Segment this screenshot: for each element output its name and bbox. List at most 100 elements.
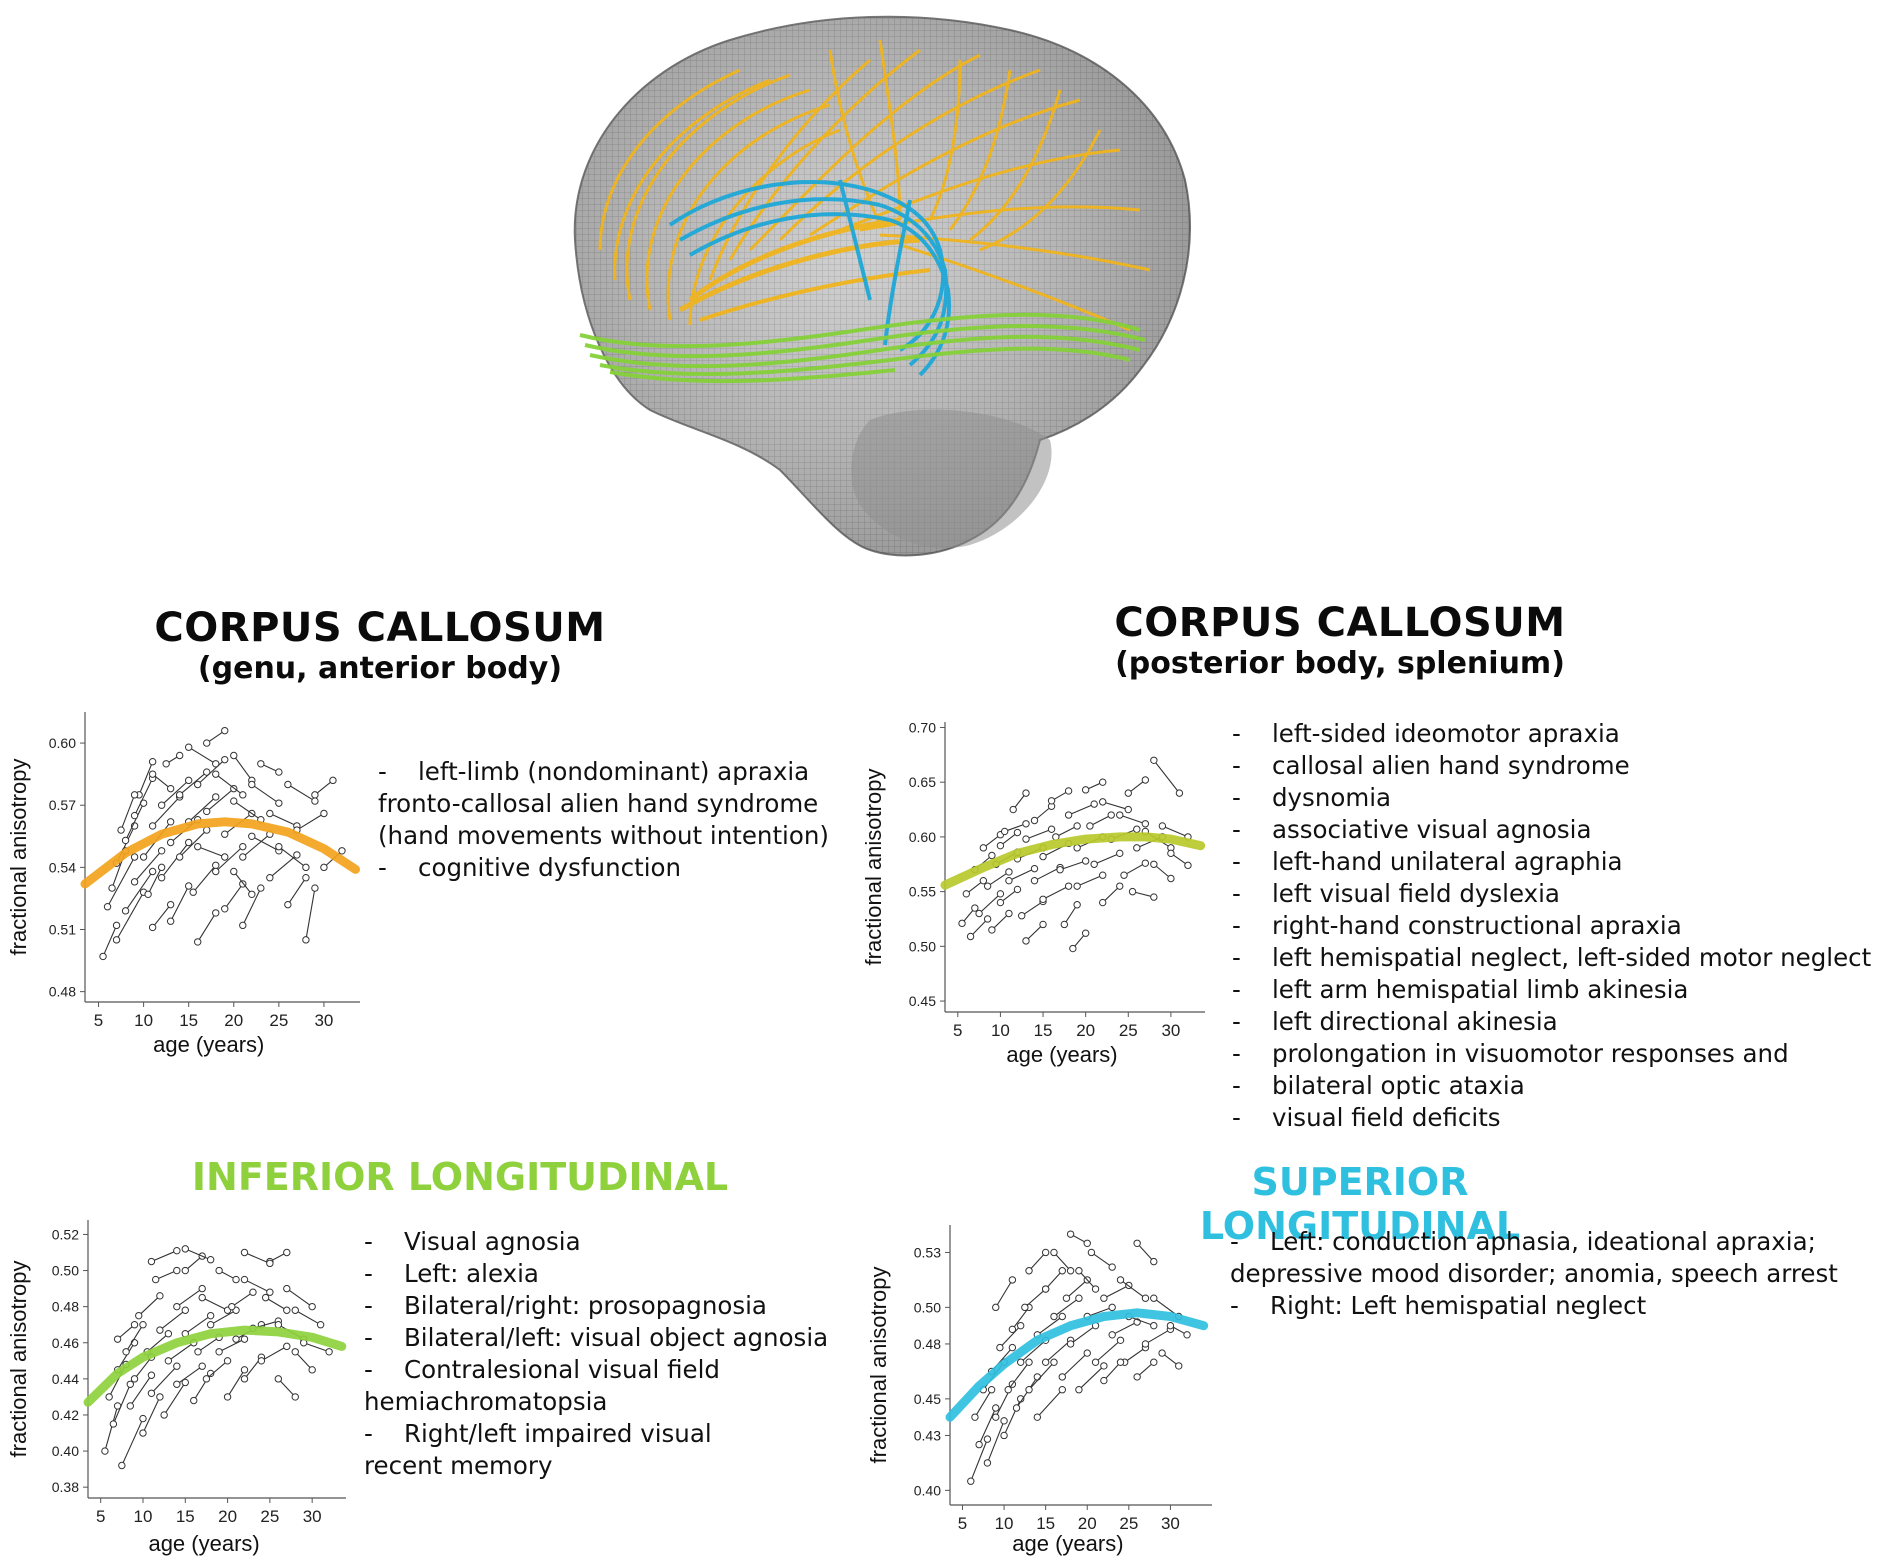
subject-trajectory	[240, 1275, 274, 1296]
data-point	[173, 1380, 181, 1388]
data-point	[139, 1429, 147, 1437]
finding-text: right-hand constructional apraxia	[1272, 911, 1682, 940]
data-point	[148, 867, 157, 876]
data-point	[983, 1459, 992, 1467]
finding-text: associative visual agnosia	[1272, 815, 1592, 844]
subject-trajectory	[1141, 1325, 1175, 1348]
subject-trajectory	[996, 1321, 1025, 1352]
data-point	[1116, 1276, 1125, 1284]
cerebellum	[851, 409, 1052, 549]
bullet-dash: -	[364, 1355, 373, 1384]
trajectory-line	[227, 1369, 245, 1398]
data-point	[291, 1348, 299, 1356]
subject-trajectory	[121, 867, 157, 915]
trajectory-line	[999, 1325, 1022, 1348]
subject-trajectory	[181, 1311, 215, 1338]
trajectory-line	[1070, 1325, 1096, 1345]
subject-trajectory	[1167, 849, 1192, 870]
trajectory-line	[197, 1336, 220, 1353]
subject-trajectory	[1158, 1349, 1183, 1370]
trajectory-line	[104, 1405, 119, 1452]
data-point	[983, 1435, 992, 1443]
subject-trajectory	[230, 751, 256, 785]
trajectory-line	[294, 1351, 313, 1371]
data-point	[121, 836, 130, 845]
subject-trajectory	[1073, 871, 1107, 890]
data-point	[1050, 1358, 1058, 1366]
data-point	[212, 760, 220, 768]
data-point	[1033, 1413, 1042, 1421]
trajectory-line	[192, 864, 217, 893]
bullet-dash: -	[1232, 1007, 1241, 1036]
data-point	[212, 770, 220, 778]
subject-trajectory	[156, 1306, 189, 1334]
data-point	[212, 793, 220, 801]
subject-trajectory	[257, 1342, 291, 1365]
subject-trajectory	[958, 904, 979, 928]
data-point	[1116, 882, 1124, 890]
trajectory-line	[1153, 863, 1172, 879]
finding-text: Contralesional visual field	[404, 1355, 720, 1384]
subject-trajectory	[983, 1417, 1008, 1467]
trajectory-line	[1045, 1270, 1063, 1290]
subject-trajectory	[291, 1348, 316, 1374]
data-point	[239, 853, 247, 861]
data-point	[266, 809, 274, 818]
data-point	[1150, 860, 1158, 868]
data-point	[232, 1275, 240, 1284]
data-point	[1141, 1340, 1150, 1348]
data-point	[1039, 920, 1047, 929]
trajectory-line	[303, 1342, 330, 1353]
data-point	[1184, 861, 1192, 870]
data-point	[967, 1477, 975, 1485]
data-point	[1069, 944, 1077, 953]
data-point	[240, 1275, 249, 1284]
finding-text: bilateral optic ataxia	[1272, 1071, 1525, 1100]
data-point	[194, 842, 202, 851]
trajectory-line	[1103, 1284, 1130, 1299]
trajectory-line	[1036, 1389, 1063, 1418]
data-point	[1099, 871, 1107, 879]
trajectory-line	[161, 779, 190, 806]
data-point	[992, 1404, 1000, 1412]
data-point	[223, 1357, 232, 1365]
y-tick-label: 0.70	[909, 719, 936, 735]
x-tick-label: 10	[991, 1021, 1010, 1040]
subject-trajectory	[1033, 1386, 1066, 1421]
trajectory-line	[152, 773, 172, 790]
data-point	[139, 1414, 147, 1423]
data-point	[117, 826, 125, 834]
data-point	[1004, 1386, 1012, 1394]
finding-text: depressive mood disorder; anomia, speech…	[1230, 1259, 1838, 1288]
data-point	[1166, 1321, 1175, 1330]
x-tick-label: 25	[260, 1507, 279, 1526]
finding-item: -prolongation in visuomotor responses an…	[1232, 1038, 1871, 1070]
finding-text: cognitive dysfunction	[418, 853, 682, 882]
subject-trajectory	[212, 770, 247, 799]
finding-text: left hemispatial neglect, left-sided mot…	[1272, 943, 1872, 972]
data-point	[215, 1348, 223, 1356]
subject-trajectory	[1050, 1294, 1083, 1321]
data-point	[240, 1366, 249, 1374]
subject-trajectory	[1000, 820, 1030, 836]
trajectory-line	[1076, 874, 1103, 887]
trajectory-line	[176, 1288, 203, 1308]
trajectory-line	[152, 904, 172, 928]
data-point	[338, 847, 346, 855]
data-point	[1090, 800, 1098, 808]
bullet-dash: -	[364, 1259, 373, 1288]
subject-trajectory	[175, 826, 211, 861]
finding-text: Right: Left hemispatial neglect	[1270, 1291, 1647, 1320]
finding-item: -left-sided ideomotor apraxia	[1232, 718, 1871, 750]
trajectory-line	[261, 1345, 288, 1362]
data-point	[1081, 929, 1090, 937]
trajectory-line	[986, 1420, 1005, 1464]
data-point	[203, 739, 211, 747]
subject-trajectory	[228, 1288, 257, 1311]
y-tick-label: 0.53	[914, 1244, 941, 1260]
trajectory-line	[170, 885, 190, 922]
x-tick-label: 15	[1034, 1021, 1053, 1040]
data-point	[1012, 1404, 1021, 1412]
